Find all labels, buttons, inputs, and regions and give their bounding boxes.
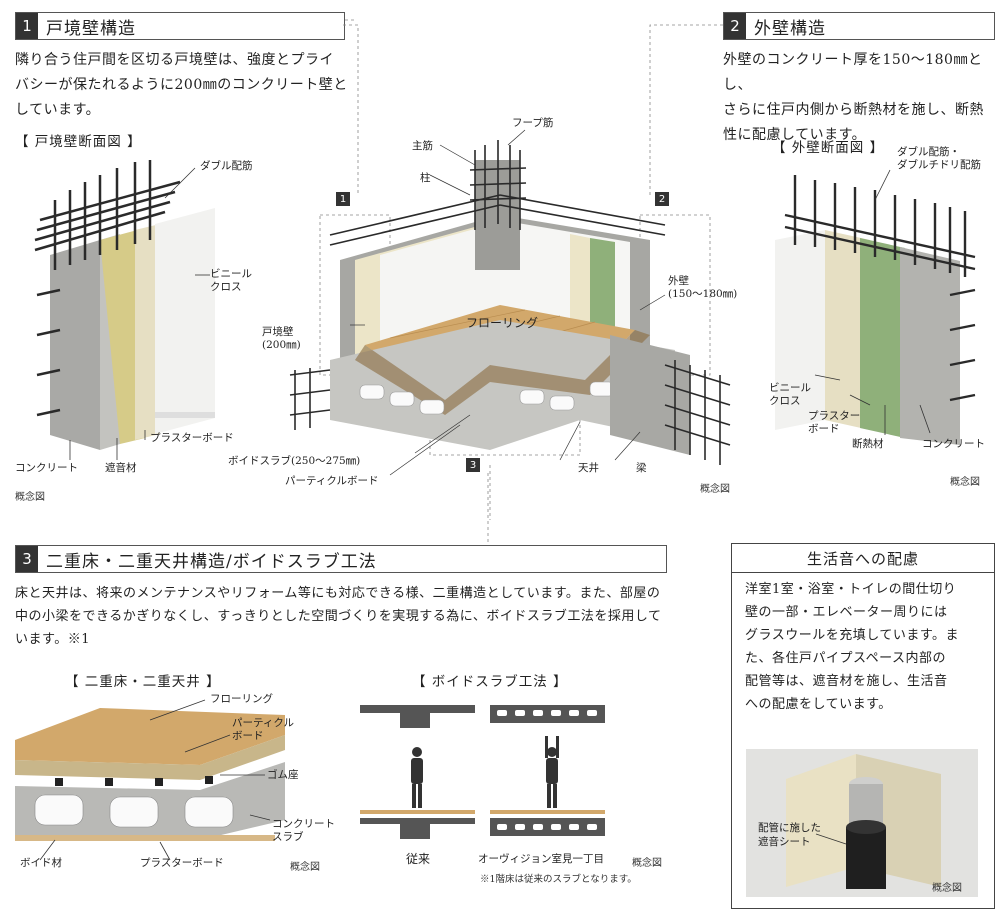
section1-note: 概念図 xyxy=(15,492,45,503)
double-floor-diagram xyxy=(15,699,285,861)
label-concrete-ext: コンクリート xyxy=(922,438,985,450)
section3-title: 二重床・二重天井構造/ボイドスラブ工法 xyxy=(46,551,377,572)
label-vinyl-ext-1: ビニール xyxy=(769,382,811,394)
section2-number: 2 xyxy=(724,13,746,39)
exterior-wall-diagram xyxy=(775,169,976,445)
section2-line: 性に配慮しています。 xyxy=(723,127,867,143)
label-plaster-ext-2: ボード xyxy=(808,423,840,435)
noise-line: への配慮をしています。 xyxy=(745,697,892,712)
noise-text: 洋室1室・浴室・トイレの間仕切り 壁の一部・エレベーター周りには グラスウールを… xyxy=(745,578,985,716)
label-vinyl-cross-2: クロス xyxy=(210,281,242,293)
label-concrete: コンクリート xyxy=(15,462,78,474)
label-column: 柱 xyxy=(420,172,431,184)
section-tag-3: 3 xyxy=(466,458,480,472)
label-concrete-slab-2: スラブ xyxy=(272,831,304,843)
label-vinyl-ext: ビニール クロス xyxy=(769,382,811,408)
pipe-illustration xyxy=(786,754,941,889)
section3-diagram1-title: 【 二重床・二重天井 】 xyxy=(65,674,221,690)
label-vinyl-cross: ビニール クロス xyxy=(210,268,252,294)
section1-title: 戸境壁構造 xyxy=(46,18,136,39)
label-sound-insulation: 遮音材 xyxy=(105,462,137,474)
section3-number: 3 xyxy=(16,546,38,572)
section3-header: 3 二重床・二重天井構造/ボイドスラブ工法 xyxy=(15,545,667,573)
label-double-rebar: ダブル配筋 xyxy=(200,160,253,172)
noise-line: た、各住戸パイプスペース内部の xyxy=(745,651,946,666)
label-vinyl-cross-1: ビニール xyxy=(210,268,252,280)
section3-footnote: ※1階床は従来のスラブとなります。 xyxy=(480,874,637,885)
label-particle-df-2: ボード xyxy=(232,730,264,742)
void-slab-comparison xyxy=(360,705,605,839)
noise-line: 洋室1室・浴室・トイレの間仕切り xyxy=(745,582,957,597)
section3-note2: 概念図 xyxy=(632,858,662,869)
label-insulation: 断熱材 xyxy=(852,438,884,450)
label-conventional: 従来 xyxy=(406,852,431,866)
section1-number: 1 xyxy=(16,13,38,39)
section-tag-1: 1 xyxy=(336,192,350,206)
section3-line: います。※1 xyxy=(15,632,90,647)
label-vinyl-ext-2: クロス xyxy=(769,395,801,407)
label-party-wall-1: 戸境壁 xyxy=(262,326,294,338)
section1-line: 隣り合う住戸間を区切る戸境壁は、強度とプライ xyxy=(15,52,334,68)
section2-line: さらに住戸内側から断熱材を施し、断熱 xyxy=(723,102,984,118)
noise-title: 生活音への配慮 xyxy=(732,544,994,573)
label-plasterboard: プラスターボード xyxy=(150,432,234,444)
section1-text: 隣り合う住戸間を区切る戸境壁は、強度とプライ バシーが保たれるように200㎜のコ… xyxy=(15,48,355,123)
label-party-wall: 戸境壁 (200㎜) xyxy=(262,326,301,352)
label-double-rebar-2: ダブル配筋・ ダブルチドリ配筋 xyxy=(897,146,981,172)
noise-line: 配管等は、遮音材を施し、生活音 xyxy=(745,674,948,689)
section2-text: 外壁のコンクリート厚を150〜180㎜とし、 さらに住戸内側から断熱材を施し、断… xyxy=(723,48,1003,148)
section2-line: 外壁のコンクリート厚を150〜180㎜とし、 xyxy=(723,52,983,93)
label-pipe-2: 遮音シート xyxy=(758,836,811,848)
label-particle-df-1: パーティクル xyxy=(232,717,295,729)
label-concrete-slab-1: コンクリート xyxy=(272,818,335,830)
section3-text: 床と天井は、将来のメンテナンスやリフォーム等にも対応できる様、二重構造としていま… xyxy=(15,582,695,651)
party-wall-diagram xyxy=(34,160,215,460)
label-main-bar: 主筋 xyxy=(412,140,433,152)
section-tag-2: 2 xyxy=(655,192,669,206)
label-concrete-slab: コンクリート スラブ xyxy=(272,818,335,844)
building-structure-diagram xyxy=(289,19,731,520)
section3-line: 床と天井は、将来のメンテナンスやリフォーム等にも対応できる様、二重構造としていま… xyxy=(15,586,661,601)
section1-line: しています。 xyxy=(15,102,101,118)
label-rubber: ゴム座 xyxy=(267,769,299,781)
label-party-wall-2: (200㎜) xyxy=(262,339,301,351)
section3-note1: 概念図 xyxy=(290,862,320,873)
label-ext-wall-1: 外壁 xyxy=(668,275,689,287)
label-particle: パーティクルボード xyxy=(285,475,379,487)
section1-line: バシーが保たれるように200㎜のコンクリート壁と xyxy=(15,77,348,93)
label-ceiling: 天井 xyxy=(578,462,599,474)
section3-diagram2-title: 【 ボイドスラブ工法 】 xyxy=(412,674,568,690)
label-pipe-1: 配管に施した xyxy=(758,822,821,834)
label-flooring-center: フローリング xyxy=(466,316,539,330)
label-particle-df: パーティクル ボード xyxy=(232,717,294,743)
section2-diagram-title: 【 外壁断面図 】 xyxy=(772,140,885,156)
label-ovision: オーヴィジョン室見一丁目 xyxy=(478,853,604,865)
noise-line: 壁の一部・エレベーター周りには xyxy=(745,605,948,620)
label-double-rebar-2a: ダブル配筋・ xyxy=(897,146,960,158)
label-beam: 梁 xyxy=(636,462,647,474)
label-ext-wall: 外壁 (150〜180㎜) xyxy=(668,275,737,301)
label-plaster-ext-1: プラスター xyxy=(808,410,861,422)
section3-line: 中の小梁をできるかぎりなくし、すっきりとした空間づくりを実現する為に、ボイドスラ… xyxy=(15,609,662,624)
section1-header: 1 戸境壁構造 xyxy=(15,12,345,40)
center-note: 概念図 xyxy=(700,484,730,495)
label-void: ボイド材 xyxy=(20,857,62,869)
section2-note: 概念図 xyxy=(950,477,980,488)
label-void-slab: ボイドスラブ(250〜275㎜) xyxy=(228,455,361,467)
label-plaster-ext: プラスター ボード xyxy=(808,410,860,436)
section2-title: 外壁構造 xyxy=(754,18,826,39)
noise-panel: 生活音への配慮 洋室1室・浴室・トイレの間仕切り 壁の一部・エレベーター周りには… xyxy=(731,543,995,909)
label-flooring-df: フローリング xyxy=(210,693,273,705)
noise-line: グラスウールを充填しています。ま xyxy=(745,628,960,643)
section1-diagram-title: 【 戸境壁断面図 】 xyxy=(15,134,142,150)
noise-note: 概念図 xyxy=(932,883,962,894)
label-ext-wall-2: (150〜180㎜) xyxy=(668,288,738,300)
label-plaster-df: プラスターボード xyxy=(140,857,224,869)
label-double-rebar-2b: ダブルチドリ配筋 xyxy=(897,159,981,171)
section2-header: 2 外壁構造 xyxy=(723,12,995,40)
label-hoop: フープ筋 xyxy=(512,117,554,129)
